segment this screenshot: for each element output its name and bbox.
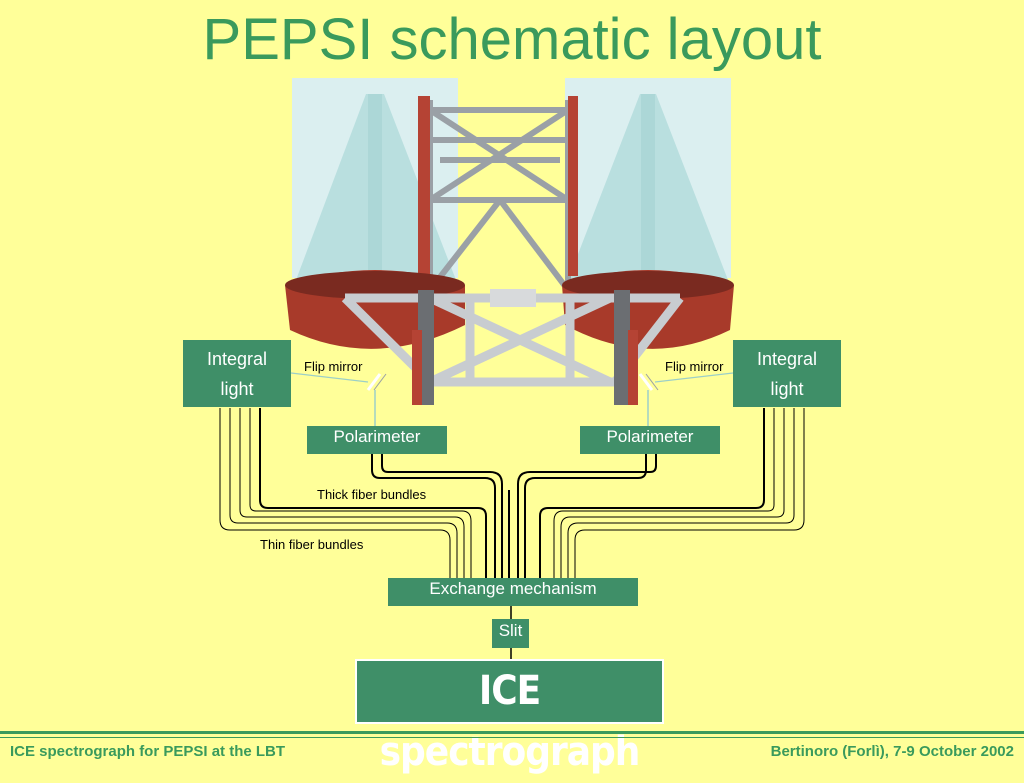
exchange-mechanism-box: Exchange mechanism [388,578,638,606]
integral-light-right-line2: light [770,378,804,399]
page-title: PEPSI schematic layout [202,7,822,72]
polarimeter-left-box: Polarimeter [307,426,447,454]
footer-rule-thin [0,737,1024,738]
thick-fiber-bundles [259,408,765,578]
footer-right-text: Bertinoro (Forlì), 7-9 October 2002 [770,743,1014,760]
footer-left-text: ICE spectrograph for PEPSI at the LBT [10,743,286,760]
flip-mirror-right-label: Flip mirror [665,359,724,374]
center-plate [490,289,536,307]
integral-light-right-line1: Integral [756,348,818,369]
integral-light-left-line1: Integral [206,348,268,369]
ice-spectrograph-box: ICE spectrograph [355,659,664,775]
integral-light-left-line2: light [220,378,254,399]
integral-light-right-box: Integral light [733,340,841,407]
flip-mirror-left-symbol [366,373,382,391]
polarimeter-right-box: Polarimeter [580,426,720,454]
integral-light-left-box: Integral light [183,340,291,407]
thin-fiber-bundles [219,408,805,578]
thin-fiber-label: Thin fiber bundles [260,537,364,552]
slit-box: Slit [492,619,529,648]
side-red-left [412,330,422,405]
mirror-top-right [562,271,734,299]
truss-column-right [568,96,578,276]
thick-fiber-label: Thick fiber bundles [317,487,427,502]
flip-mirror-left-label: Flip mirror [304,359,363,374]
flip-mirror-right-symbol [638,373,654,391]
footer-rule-thick [0,731,1024,734]
side-column-right [614,290,630,405]
side-red-right [628,330,638,405]
